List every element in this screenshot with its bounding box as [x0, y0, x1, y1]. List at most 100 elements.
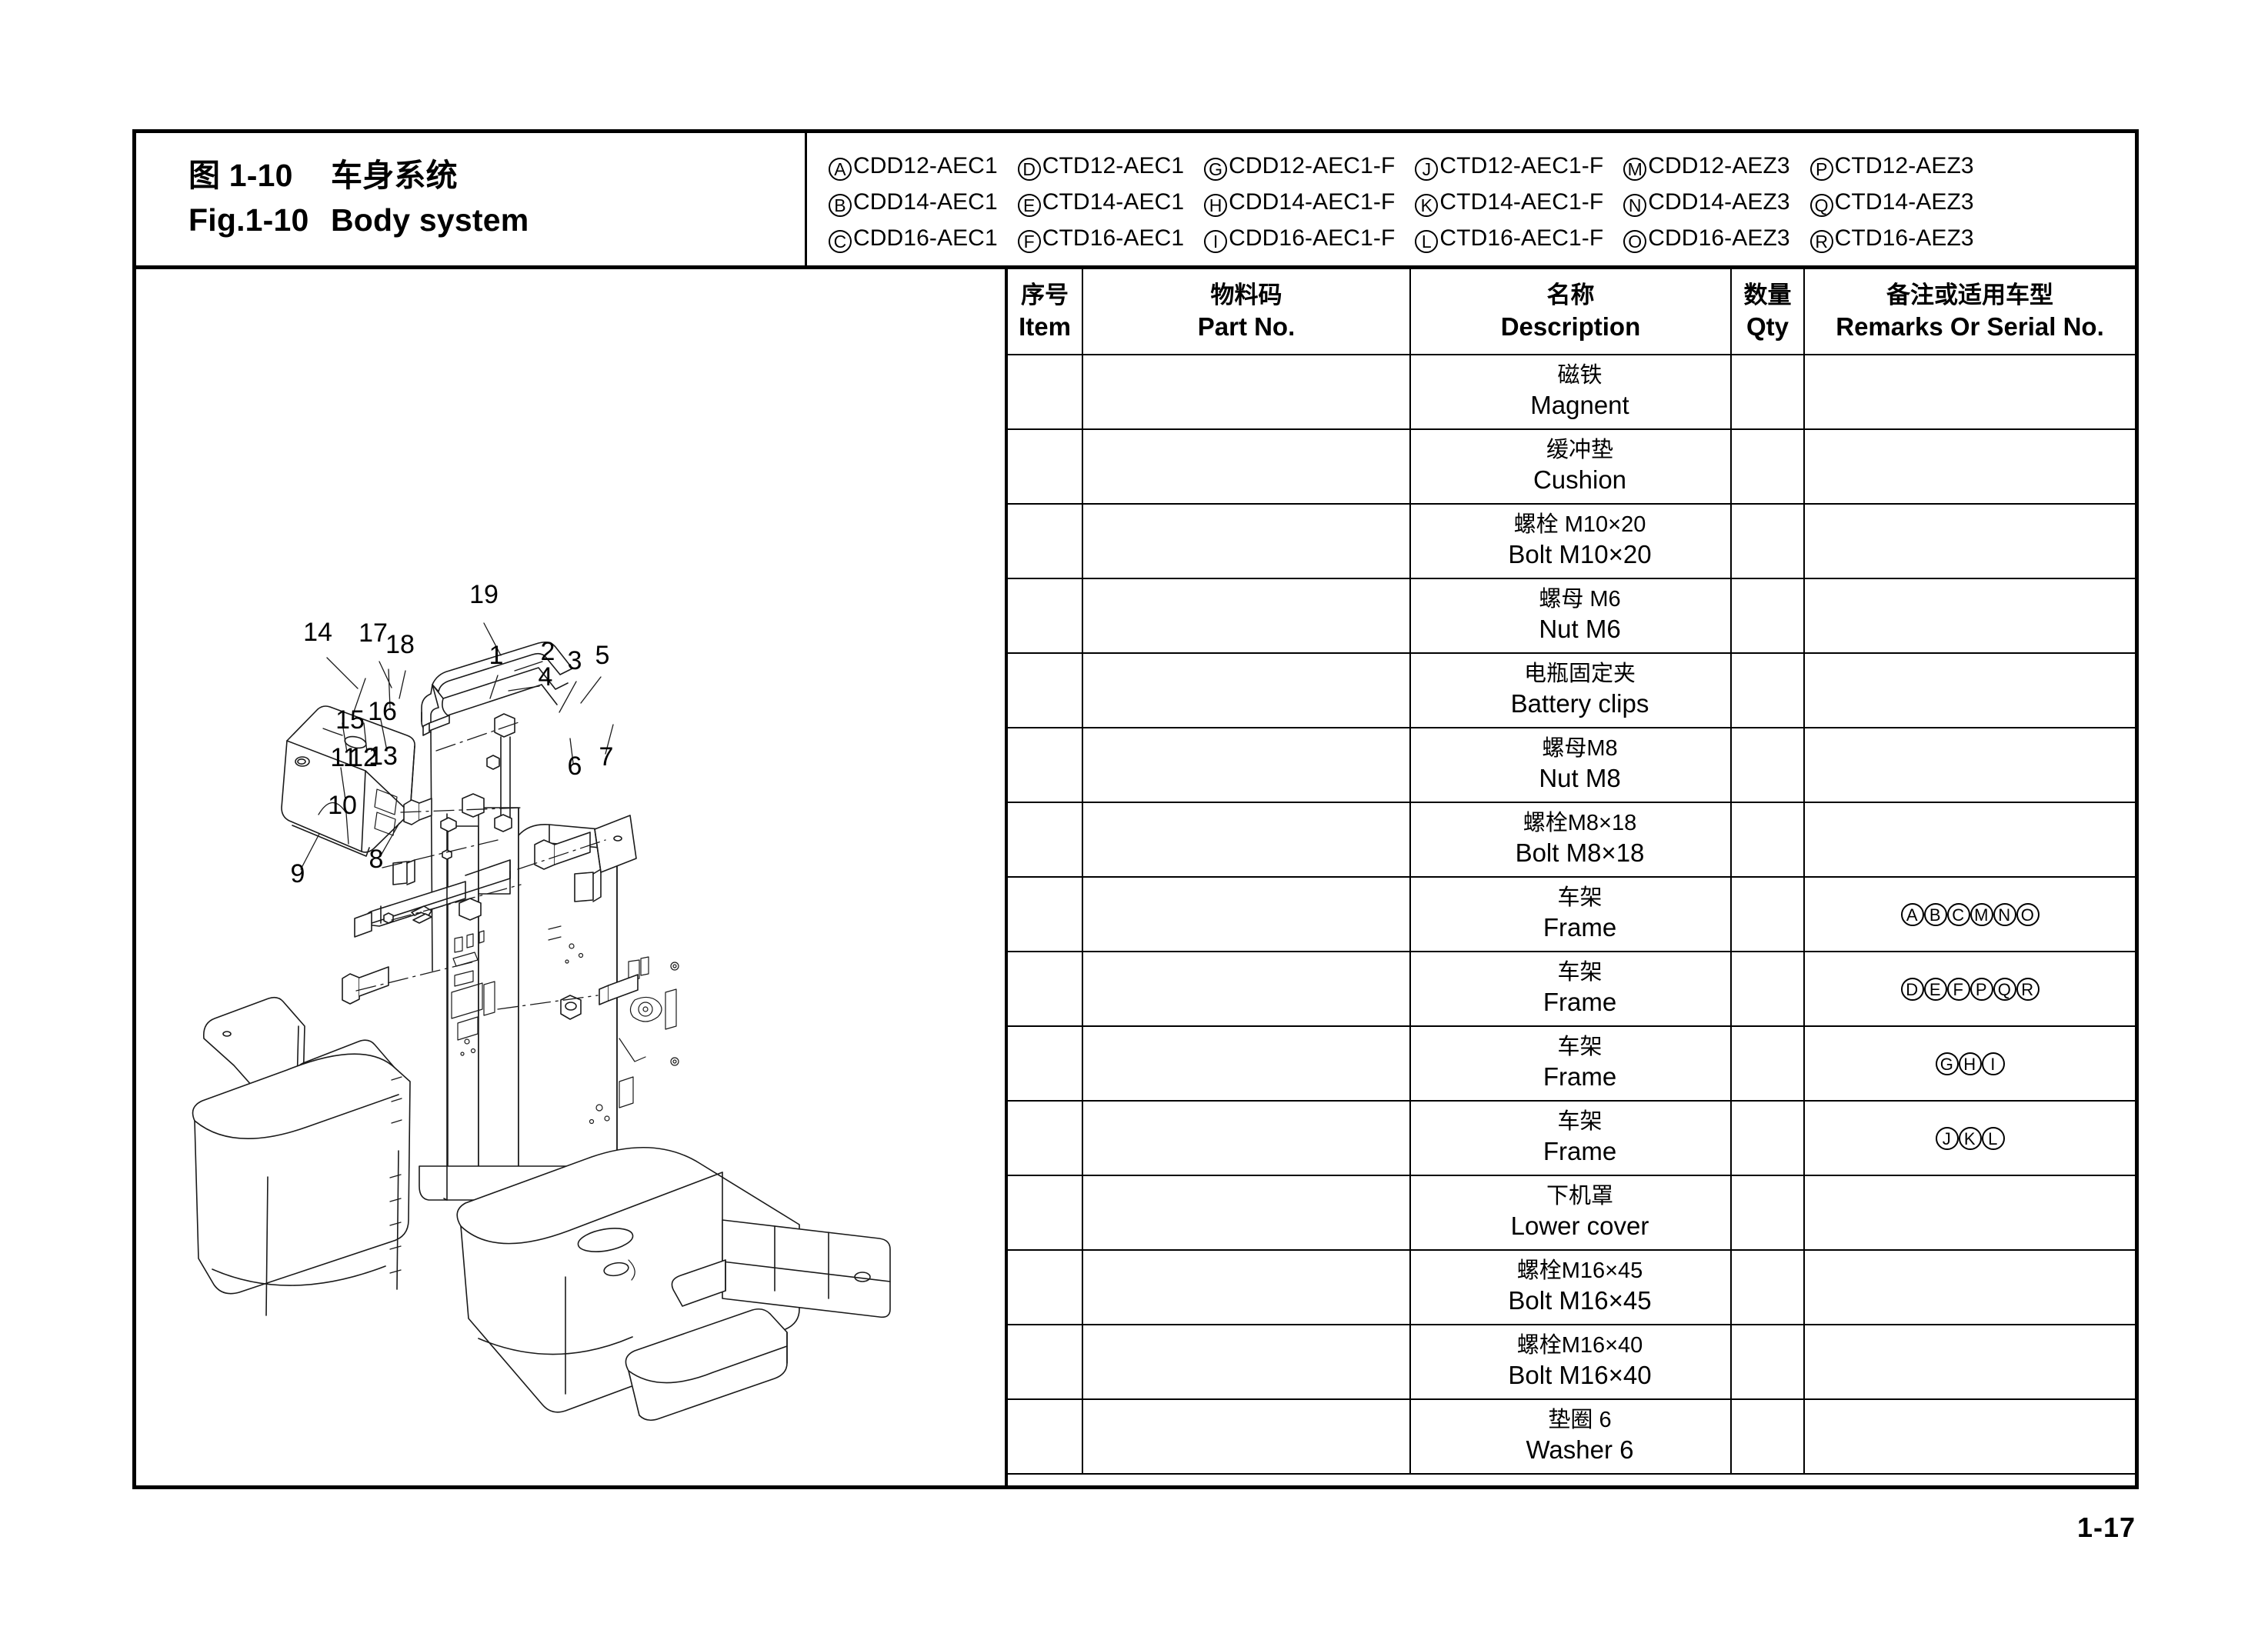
- description-cn: 螺栓M16×45: [1516, 1258, 1643, 1284]
- model-code: CTD16-AEC1: [1042, 225, 1185, 251]
- cell-part-no: AED160-410000-000: [1082, 876, 1411, 952]
- description-cn: 车架: [1557, 1109, 1603, 1135]
- remark-mark-circle-icon: O: [2016, 902, 2040, 926]
- table-row: 2AEDS140-400001-000缓冲垫Cushion2: [1008, 428, 2135, 505]
- cell-item: 5: [1008, 652, 1083, 728]
- remark-mark-circle-icon: Q: [1993, 977, 2016, 1001]
- remark-mark-circle-icon: F: [1946, 977, 1970, 1001]
- remark-mark-circle-icon: A: [1900, 902, 1924, 926]
- description-en: Frame: [1543, 1062, 1617, 1092]
- table-row: 1AEBS200-400005-000磁铁Magnent1: [1008, 354, 2135, 430]
- remark-mark-circle-icon: C: [1946, 902, 1970, 926]
- model-code: CDD16-AEZ3: [1648, 225, 1790, 251]
- description-en: Bolt M16×40: [1508, 1361, 1652, 1390]
- description-en: Bolt M16×45: [1508, 1286, 1652, 1315]
- model-code: CDD12-AEC1-F: [1229, 153, 1396, 178]
- parts-table-body: 1AEBS200-400005-000磁铁Magnent12AEDS140-40…: [1008, 354, 2135, 1475]
- table-row: 6G006177-000008-00螺母M8Nut M810: [1008, 727, 2135, 803]
- drawing-callout-number: 4: [539, 662, 553, 692]
- model-code: CTD14-AEC1: [1042, 188, 1185, 215]
- description-cn: 下机罩: [1546, 1184, 1613, 1209]
- column-header-description-en: Description: [1500, 312, 1641, 341]
- frame-internal-details: [451, 925, 679, 1125]
- cell-item: 10: [1008, 1249, 1083, 1325]
- description-en: Nut M6: [1539, 615, 1621, 644]
- model-mark-circle-icon: P: [1809, 158, 1833, 181]
- model-code: CDD16-AEC1: [853, 225, 998, 251]
- cell-qty: 1: [1730, 951, 1805, 1027]
- figure-name-chinese: 车身系统: [331, 158, 458, 193]
- cell-description: 下机罩 Lower cover: [1409, 1175, 1732, 1251]
- drawing-callout-number: 2: [541, 637, 555, 666]
- part-upper-cover-14: [281, 705, 415, 857]
- cell-remarks: [1803, 1398, 2135, 1475]
- model-mark-circle-icon: A: [829, 158, 852, 181]
- description-cn: 螺栓M8×18: [1523, 811, 1637, 836]
- remark-mark-circle-icon: E: [1923, 977, 1947, 1001]
- remark-mark-circle-icon: I: [1981, 1052, 2005, 1075]
- description-cn: 螺栓 M10×20: [1513, 512, 1646, 538]
- column-header-remarks: 备注或适用车型 Remarks Or Serial No.: [1803, 269, 2135, 355]
- cell-remarks: [1803, 727, 2135, 803]
- drawing-callout-number: 13: [369, 742, 398, 771]
- description-en: Bolt M10×20: [1508, 540, 1652, 569]
- column-header-part-no-cn: 物料码: [1210, 282, 1282, 309]
- cell-part-no: G000093-000006-00: [1082, 1398, 1411, 1475]
- cell-qty: 1: [1730, 652, 1805, 728]
- cell-item: 4: [1008, 578, 1083, 654]
- hardware-parts: [342, 713, 639, 1020]
- description-en: Battery clips: [1510, 689, 1649, 718]
- description-cn: 螺母 M6: [1539, 587, 1621, 612]
- cell-qty: 2: [1730, 1398, 1805, 1475]
- cell-item: 3: [1008, 503, 1083, 579]
- table-row: 9AEBS200-401002-000下机罩Lower cover1: [1008, 1175, 2135, 1251]
- cell-remarks: [1803, 1175, 2135, 1251]
- cell-qty: 1: [1730, 1025, 1805, 1102]
- cell-qty: 1: [1730, 1175, 1805, 1251]
- description-cn: 车架: [1557, 1035, 1603, 1060]
- cell-qty: 1: [1730, 1100, 1805, 1176]
- cell-description: 螺母 M6 Nut M6: [1409, 578, 1732, 654]
- model-mark-circle-icon: O: [1623, 229, 1647, 253]
- drawing-callout-number: 12: [349, 743, 378, 772]
- leader-lines: [300, 622, 614, 870]
- column-header-description-cn: 名称: [1546, 282, 1595, 309]
- description-en: Lower cover: [1510, 1212, 1649, 1241]
- model-code: CTD16-AEZ3: [1834, 225, 1974, 251]
- cell-item: 1: [1008, 354, 1083, 430]
- cell-qty: 1: [1730, 354, 1805, 430]
- model-code: CTD14-AEC1-F: [1439, 188, 1604, 215]
- cell-part-no: AEDS140-400001-000: [1082, 428, 1411, 505]
- column-header-description: 名称 Description: [1409, 269, 1732, 355]
- drawing-callout-number: 5: [595, 641, 610, 670]
- remark-mark-circle-icon: J: [1935, 1126, 1959, 1150]
- page-number: 1-17: [2076, 1512, 2136, 1543]
- cell-item: 11: [1008, 1398, 1083, 1475]
- cell-part-no: AEDBF160-410000-000: [1082, 1100, 1411, 1176]
- drawing-callout-number: 8: [369, 845, 384, 874]
- cell-item: 9: [1008, 1175, 1083, 1251]
- model-mark-circle-icon: N: [1623, 193, 1647, 217]
- table-row: 8AED160-410000-000车架Frame1ABCMNO: [1008, 876, 2135, 952]
